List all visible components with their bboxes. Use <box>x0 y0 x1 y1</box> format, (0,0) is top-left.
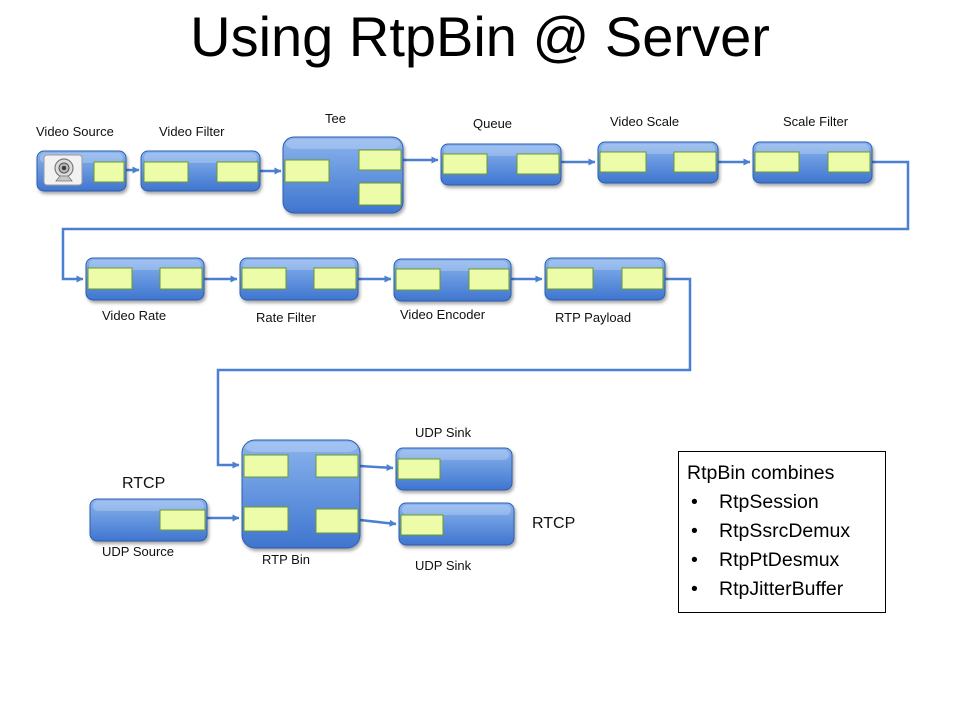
pad <box>143 161 189 183</box>
element-video-encoder <box>393 258 512 302</box>
pad <box>358 182 402 206</box>
label-video-source: Video Source <box>36 124 114 139</box>
label-video-rate: Video Rate <box>102 308 167 323</box>
rtpbin-info-box: RtpBin combines •RtpSession •RtpSsrcDemu… <box>678 451 886 613</box>
label-rtp-payload: RTP Payload <box>555 310 632 325</box>
label-rtp-bin: RTP Bin <box>262 552 310 567</box>
label-video-encoder: Video Encoder <box>400 307 486 322</box>
pad <box>243 506 289 532</box>
rtcp-label-right: RTCP <box>532 515 576 532</box>
element-rtp-payload <box>544 257 666 301</box>
page-title: Using RtpBin @ Server <box>190 5 770 68</box>
element-scale-filter <box>752 141 873 184</box>
element-udp-sink-top <box>395 447 513 491</box>
element-rate-filter <box>239 257 359 301</box>
element-video-rate <box>85 257 205 301</box>
pad <box>673 151 717 173</box>
rtcp-label-left: RTCP <box>122 475 166 492</box>
label-rate-filter: Rate Filter <box>256 310 316 325</box>
label-scale-filter: Scale Filter <box>783 114 849 129</box>
info-box-heading: RtpBin combines <box>687 462 835 484</box>
link-row2-rtpbin <box>216 277 692 469</box>
list-item: •RtpPtDesmux <box>687 546 885 575</box>
pad <box>159 267 203 290</box>
bullet: • <box>691 578 698 600</box>
link-rtpbin-udpsink-bottom <box>359 518 397 527</box>
element-tee <box>282 136 404 214</box>
pad <box>827 151 871 173</box>
pad <box>358 149 402 171</box>
info-box-list: •RtpSession •RtpSsrcDemux •RtpPtDesmux •… <box>687 488 885 604</box>
pad <box>516 153 560 175</box>
pad <box>243 454 289 478</box>
pad <box>315 454 359 478</box>
label-udp-source: UDP Source <box>102 544 175 559</box>
list-item: •RtpSession <box>687 488 885 517</box>
webcam-icon <box>43 154 83 186</box>
pad <box>216 161 259 183</box>
bullet: • <box>691 520 698 542</box>
bullet: • <box>691 549 698 571</box>
pad <box>400 514 444 536</box>
link-row1-row2 <box>61 160 910 283</box>
element-video-scale <box>597 141 719 184</box>
label-udp-sink-bottom: UDP Sink <box>415 558 472 573</box>
pad <box>241 267 287 290</box>
pad <box>284 159 330 183</box>
label-queue: Queue <box>473 116 513 131</box>
pad <box>315 508 359 534</box>
label-video-scale: Video Scale <box>610 114 680 129</box>
pad <box>395 268 441 291</box>
pad <box>546 267 594 290</box>
element-udp-source <box>89 498 208 542</box>
bullet: • <box>691 491 698 513</box>
element-udp-sink-bottom <box>398 502 515 546</box>
label-video-filter: Video Filter <box>159 124 225 139</box>
label-tee: Tee <box>325 111 346 126</box>
list-item: •RtpSsrcDemux <box>687 517 885 546</box>
element-video-filter <box>140 150 261 192</box>
pad <box>93 161 125 183</box>
pad <box>621 267 664 290</box>
element-queue <box>440 143 562 186</box>
pad <box>442 153 488 175</box>
element-rtp-bin <box>241 439 361 549</box>
pad <box>87 267 133 290</box>
pad <box>159 509 206 531</box>
pad <box>313 267 357 290</box>
pad <box>397 458 441 480</box>
label-udp-sink-top: UDP Sink <box>415 425 472 440</box>
pad <box>754 151 800 173</box>
list-item: •RtpJitterBuffer <box>687 575 885 604</box>
pad <box>599 151 647 173</box>
link-rtpbin-udpsink-top <box>359 464 394 472</box>
pad <box>468 268 510 291</box>
